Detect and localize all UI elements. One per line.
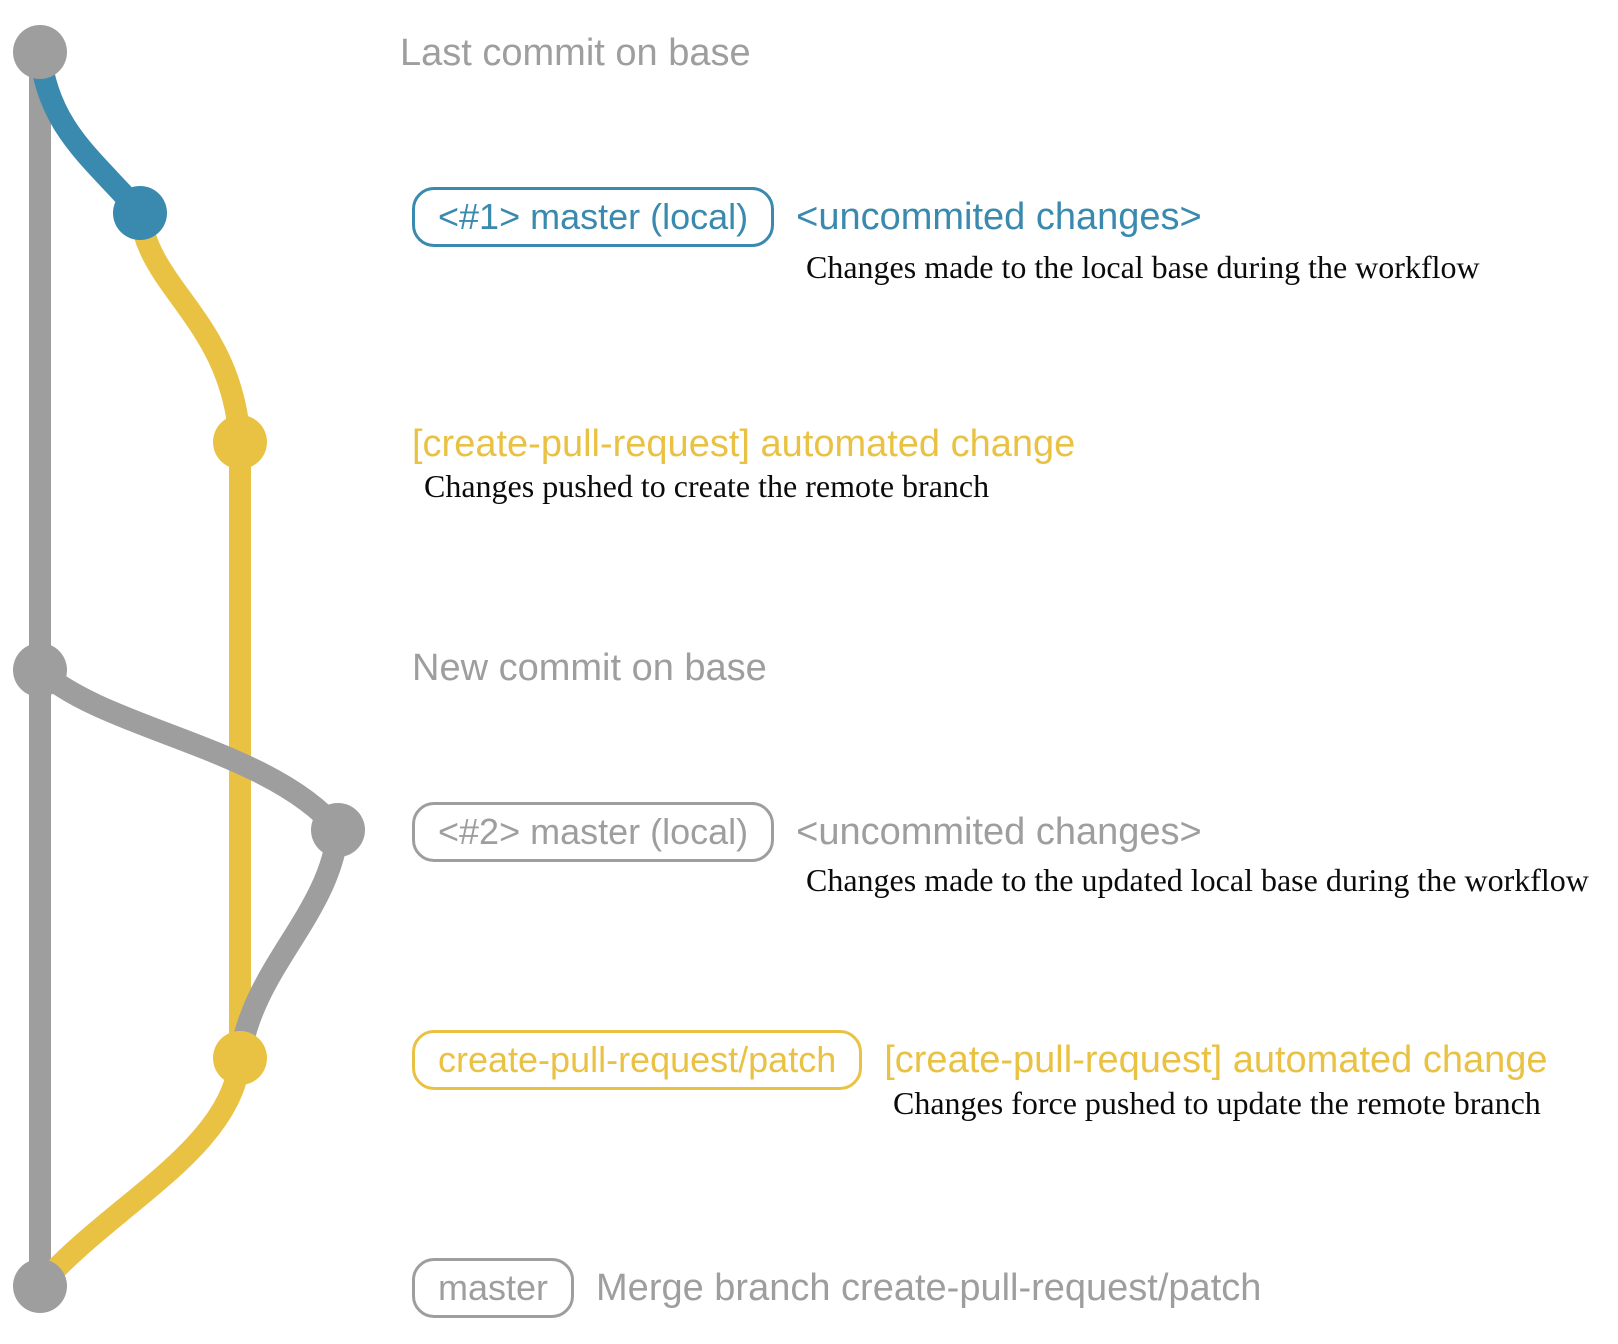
description-automated-2: Changes force pushed to update the remot… [893, 1085, 1541, 1121]
description-automated-1: Changes pushed to create the remote bran… [424, 468, 990, 504]
automated-change-label-1: [create-pull-request] automated change [412, 423, 1076, 465]
merge-branch-label: Merge branch create-pull-request/patch [596, 1267, 1262, 1309]
branch-tag-create-pull-request-patch: create-pull-request/patch [412, 1030, 863, 1090]
annotation-new-commit: New commit on base [412, 645, 767, 691]
annotation-local-2: <#2> master (local) <uncommited changes> [412, 802, 1202, 862]
edge-push-to-remote-branch [129, 202, 251, 453]
annotation-automated-1: [create-pull-request] automated change [412, 421, 1075, 467]
annotation-merge: master Merge branch create-pull-request/… [412, 1258, 1261, 1318]
commit-merge-on-base [13, 1259, 67, 1313]
annotation-local-1: <#1> master (local) <uncommited changes> [412, 187, 1202, 247]
edge-local-changes-2 [29, 659, 349, 841]
uncommited-changes-label-1: <uncommited changes> [796, 196, 1202, 238]
branch-tag-master-local-1: <#1> master (local) [412, 187, 775, 247]
branch-tag-master: master [412, 1258, 575, 1318]
edge-local-changes-1 [29, 41, 151, 224]
commit-new-on-base [13, 643, 67, 697]
branch-tag-master-local-2: <#2> master (local) [412, 802, 775, 862]
commit-automated-change-2 [213, 1031, 267, 1085]
git-graph [13, 25, 365, 1313]
commit-local-master-1 [113, 186, 167, 240]
uncommited-changes-label-2: <uncommited changes> [796, 811, 1202, 853]
annotation-last-commit: Last commit on base [400, 30, 751, 76]
annotation-automated-2: create-pull-request/patch [create-pull-r… [412, 1030, 1548, 1090]
commit-automated-change-1 [213, 415, 267, 469]
commit-last-on-base [13, 25, 67, 79]
edge-force-push-update [229, 819, 349, 1069]
commit-local-master-2 [311, 803, 365, 857]
edge-merge-remote-into-base [29, 1047, 251, 1297]
automated-change-label-2: [create-pull-request] automated change [884, 1039, 1548, 1081]
last-commit-label: Last commit on base [400, 32, 751, 74]
description-local-2: Changes made to the updated local base d… [806, 862, 1589, 898]
new-commit-label: New commit on base [412, 647, 767, 689]
description-local-1: Changes made to the local base during th… [806, 249, 1480, 285]
